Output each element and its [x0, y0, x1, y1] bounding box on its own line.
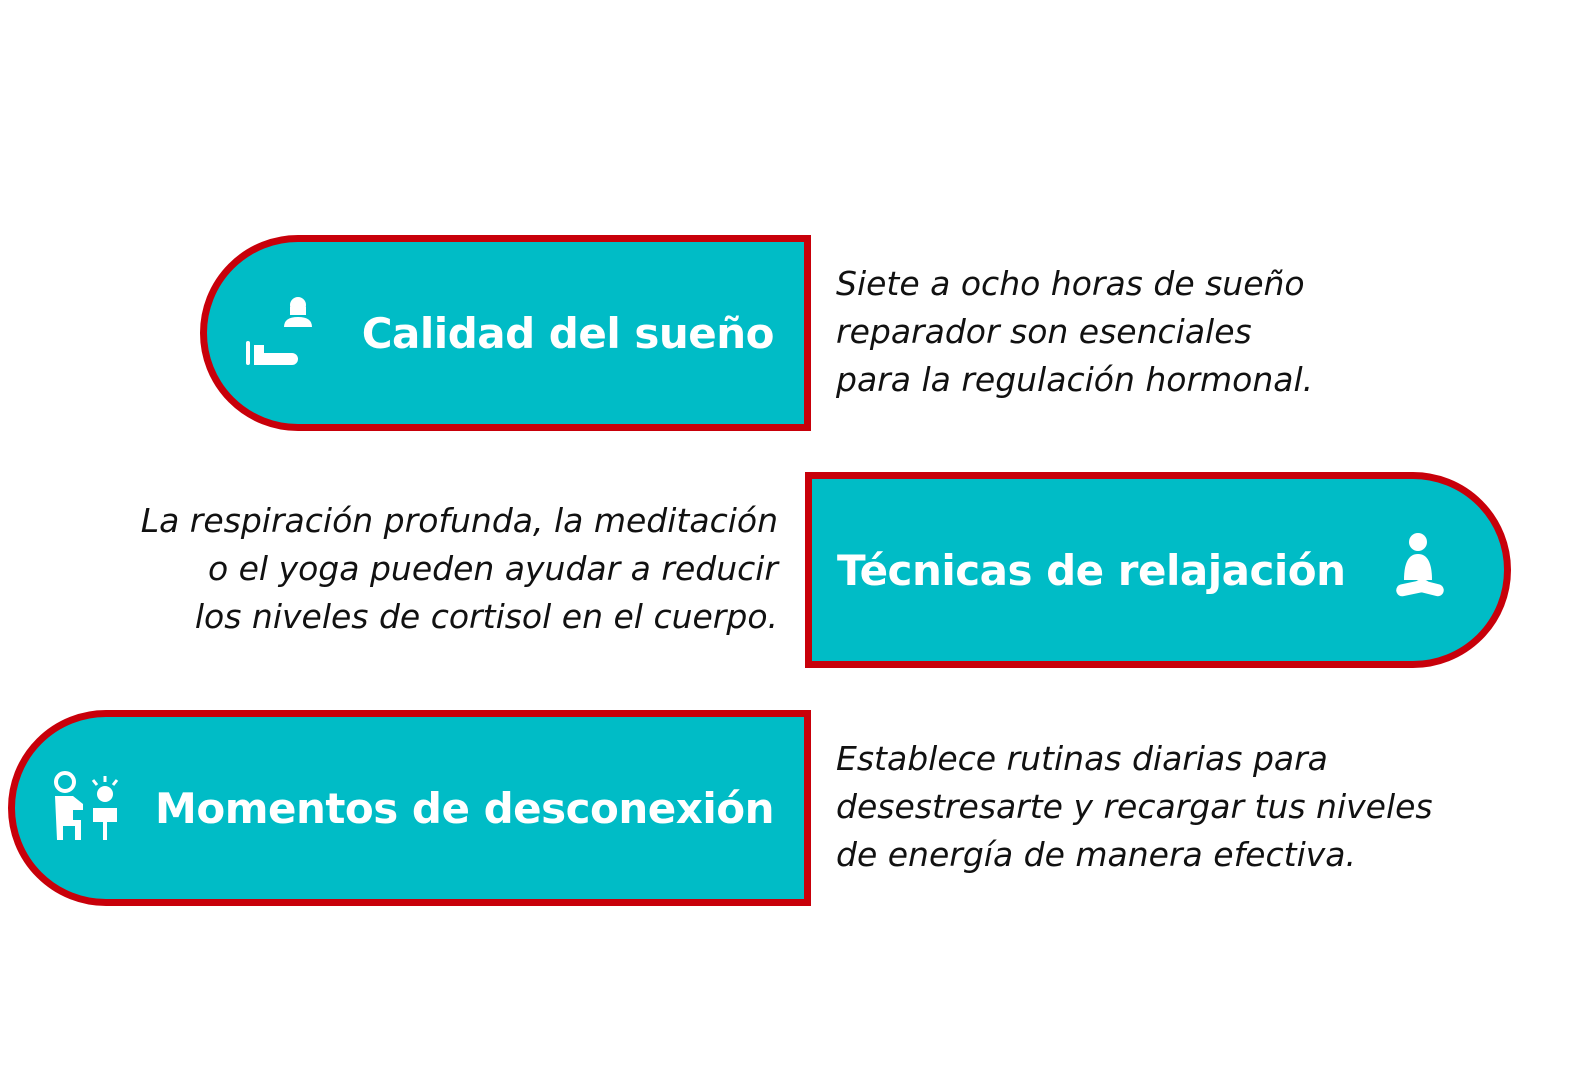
description-line: Siete a ocho horas de sueño [836, 264, 1305, 303]
item-description: Siete a ocho horas de sueño reparador so… [836, 260, 1313, 404]
item-title: Momentos de desconexión [155, 783, 774, 833]
item-description: Establece rutinas diarias para desestres… [836, 735, 1433, 879]
item-title: Calidad del sueño [361, 308, 775, 358]
description-line: los niveles de cortisol en el cuerpo. [194, 597, 778, 636]
sleeping-person-icon [245, 297, 312, 365]
parent-child-play-icon [54, 771, 119, 840]
item-title: Técnicas de relajación [837, 545, 1346, 595]
item-description: La respiración profunda, la meditación o… [141, 497, 778, 641]
description-line: Establece rutinas diarias para [836, 739, 1328, 778]
description-line: para la regulación hormonal. [836, 360, 1314, 399]
meditation-icon [1395, 533, 1444, 597]
pill-momentos-de-desconexion: Momentos de desconexión [8, 710, 811, 906]
description-line: desestresarte y recargar tus niveles [836, 787, 1433, 826]
description-line: La respiración profunda, la meditación [140, 501, 778, 540]
description-line: de energía de manera efectiva. [836, 835, 1356, 874]
pill-tecnicas-de-relajacion: Técnicas de relajación [805, 472, 1511, 668]
pill-calidad-del-sueno: Calidad del sueño [200, 235, 811, 431]
description-line: reparador son esenciales [836, 312, 1252, 351]
description-line: o el yoga pueden ayudar a reducir [207, 549, 778, 588]
